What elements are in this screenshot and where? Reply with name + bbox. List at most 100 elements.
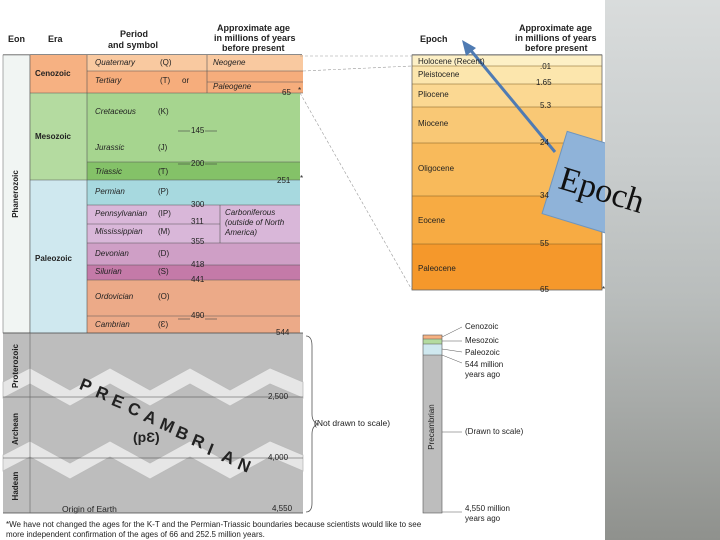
age-490: 490 xyxy=(191,311,205,320)
era-cenozoic: Cenozoic xyxy=(35,69,71,78)
era-mesozoic: Mesozoic xyxy=(35,132,72,141)
age-4000: 4,000 xyxy=(268,453,289,462)
epoch-holocene-end: .01 xyxy=(540,62,552,71)
band-paleocene xyxy=(412,244,602,290)
period-permian-symbol: (P) xyxy=(158,187,169,196)
age-2500: 2,500 xyxy=(268,392,289,401)
chart-graphics xyxy=(2,40,605,514)
scale-label-cenozoic: Cenozoic xyxy=(465,322,499,331)
band-ordovician-cambrian xyxy=(87,280,300,333)
scale-mesozoic xyxy=(423,339,442,344)
scale-precambrian xyxy=(423,355,442,513)
epoch-paleocene-end: 65 xyxy=(540,285,549,294)
scale-cenozoic xyxy=(423,335,442,339)
band-cenozoic-era xyxy=(30,55,87,93)
band-precambrian xyxy=(3,333,303,513)
period-mississippian: Mississippian xyxy=(95,227,143,236)
header-era: Era xyxy=(48,34,63,44)
age-300: 300 xyxy=(191,200,205,209)
epoch-holocene: Holocene (Recent) xyxy=(418,57,485,66)
age-441: 441 xyxy=(191,275,205,284)
geologic-time-chart: Eon Era Period and symbol Approximate ag… xyxy=(2,23,606,539)
header-epoch-age-line3: before present xyxy=(525,43,588,53)
scale-label-drawn-to-scale: (Drawn to scale) xyxy=(465,427,524,436)
header-age-line1: Approximate age xyxy=(217,23,291,33)
scale-label-mesozoic: Mesozoic xyxy=(465,336,499,345)
period-cambrian-symbol: (Ɛ) xyxy=(158,320,169,329)
period-silurian-symbol: (S) xyxy=(158,267,169,276)
header-age-line3: before present xyxy=(222,43,285,53)
scale-label-4550-line1: 4,550 million xyxy=(465,504,510,513)
band-pleistocene xyxy=(412,66,602,84)
age-311: 311 xyxy=(191,217,204,226)
period-cambrian: Cambrian xyxy=(95,320,130,329)
epoch-eocene-end: 55 xyxy=(540,239,549,248)
eon-proterozoic: Proterozoic xyxy=(11,344,20,389)
not-drawn-to-scale: (Not drawn to scale) xyxy=(314,418,391,428)
band-permian xyxy=(87,180,300,205)
band-holocene xyxy=(412,55,602,66)
period-triassic: Triassic xyxy=(95,167,122,176)
age-544: 544 xyxy=(276,328,290,337)
period-tertiary-or: or xyxy=(182,76,190,85)
precambrian-symbol: (pƐ) xyxy=(133,429,160,445)
header-eon: Eon xyxy=(8,34,25,44)
subperiod-paleogene: Paleogene xyxy=(213,82,252,91)
epoch-oligocene-end: 34 xyxy=(540,191,549,200)
period-tertiary-symbol: (T) xyxy=(160,76,171,85)
scale-label-544-line1: 544 million xyxy=(465,360,504,369)
band-devonian xyxy=(87,243,300,265)
band-quaternary xyxy=(87,55,303,71)
band-paleozoic-era xyxy=(30,180,87,333)
scale-label-544-line2: years ago xyxy=(465,370,501,379)
period-jurassic-symbol: (J) xyxy=(158,143,168,152)
age-65: 65 xyxy=(282,88,291,97)
band-silurian xyxy=(87,265,300,280)
background-photo xyxy=(605,0,720,540)
band-mesozoic-era xyxy=(30,93,87,180)
epoch-paleocene: Paleocene xyxy=(418,264,456,273)
era-paleozoic: Paleozoic xyxy=(35,254,72,263)
age-145: 145 xyxy=(191,126,205,135)
header-epoch-age-line2: in millions of years xyxy=(515,33,597,43)
asterisk-65: * xyxy=(298,86,302,95)
band-cretaceous-jurassic xyxy=(87,93,300,162)
period-silurian: Silurian xyxy=(95,267,122,276)
period-devonian-symbol: (D) xyxy=(158,249,170,258)
asterisk-251: * xyxy=(300,174,304,183)
period-cretaceous-symbol: (K) xyxy=(158,107,169,116)
header-period-symbol: and symbol xyxy=(108,40,159,50)
age-355: 355 xyxy=(191,237,205,246)
epoch-pliocene: Pliocene xyxy=(418,90,449,99)
period-ordovician: Ordovician xyxy=(95,292,134,301)
epoch-miocene-end: 24 xyxy=(540,138,549,147)
period-pennsylvanian-symbol: (IP) xyxy=(158,209,171,218)
band-triassic xyxy=(87,162,300,180)
footnote-line2: more independent confirmation of the age… xyxy=(6,530,265,539)
header-period: Period xyxy=(120,29,149,39)
header-epoch: Epoch xyxy=(420,34,448,44)
epoch-oligocene: Oligocene xyxy=(418,164,455,173)
scale-paleozoic xyxy=(423,344,442,355)
period-pennsylvanian: Pennsylvanian xyxy=(95,209,148,218)
period-tertiary: Tertiary xyxy=(95,76,122,85)
age-418: 418 xyxy=(191,260,205,269)
period-triassic-symbol: (Ƭ) xyxy=(158,167,169,176)
age-251: 251 xyxy=(277,176,291,185)
scale-label-precambrian: Precambrian xyxy=(427,404,436,450)
period-devonian: Devonian xyxy=(95,249,129,258)
footnote-line1: *We have not changed the ages for the K-… xyxy=(6,520,422,529)
header-epoch-age-line1: Approximate age xyxy=(519,23,593,33)
epoch-pleistocene-end: 1.65 xyxy=(536,78,552,87)
eon-hadean: Hadean xyxy=(11,471,20,501)
band-tertiary xyxy=(87,71,303,93)
age-4550: 4,550 xyxy=(272,504,293,513)
period-cretaceous: Cretaceous xyxy=(95,107,136,116)
epoch-pleistocene: Pleistocene xyxy=(418,70,460,79)
period-jurassic: Jurassic xyxy=(95,143,125,152)
carboniferous-line3: America) xyxy=(225,228,258,237)
period-quaternary: Quaternary xyxy=(95,58,136,67)
origin-of-earth: Origin of Earth xyxy=(62,504,117,514)
asterisk-paleocene: * xyxy=(602,285,606,294)
period-permian: Permian xyxy=(95,187,125,196)
